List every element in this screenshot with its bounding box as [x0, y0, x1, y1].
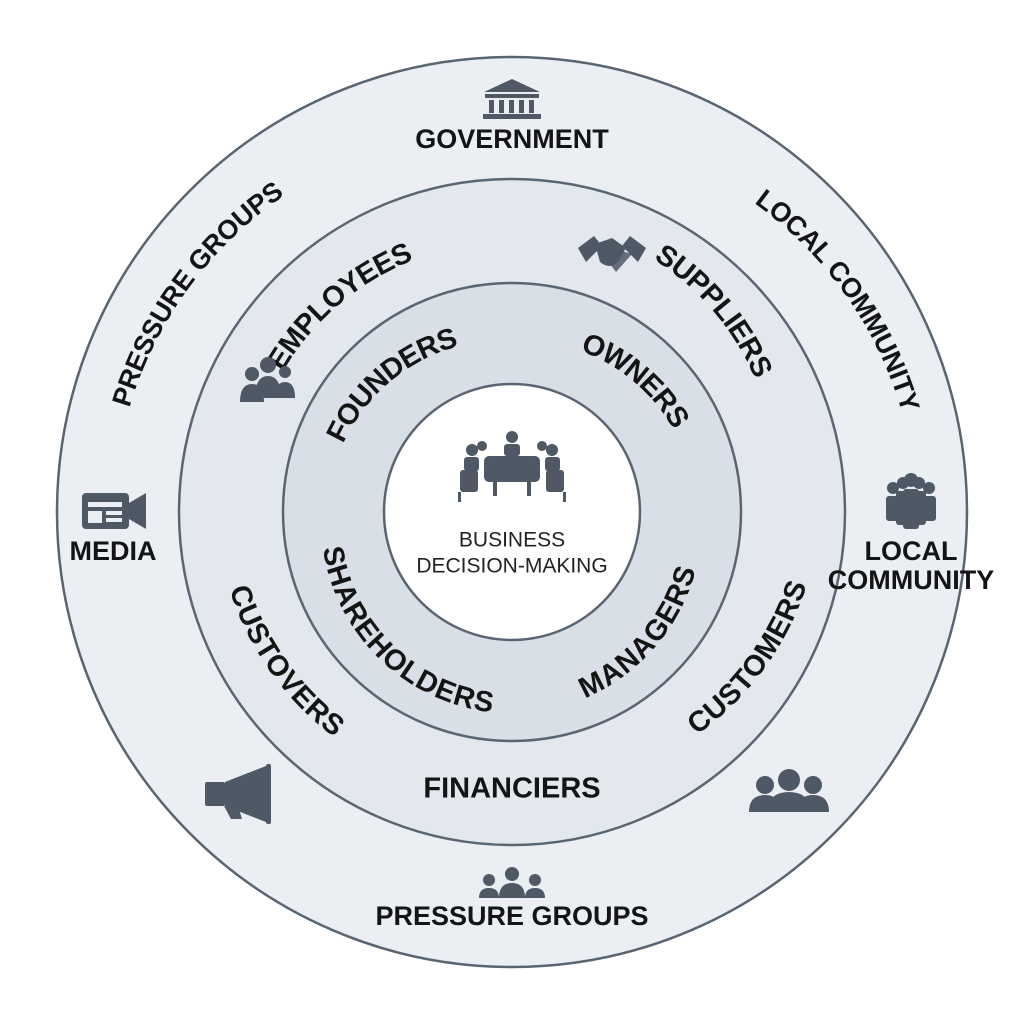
label-local-community-line2: COMMUNITY: [828, 565, 994, 595]
media-camera-icon: [82, 493, 146, 529]
customers-group-icon: [749, 769, 829, 812]
megaphone-icon: [205, 764, 271, 824]
government-building-icon: [483, 79, 541, 119]
label-government: GOVERNMENT: [415, 124, 609, 154]
label-pressure-groups-bottom: PRESSURE GROUPS: [375, 901, 648, 931]
label-media: MEDIA: [70, 536, 157, 566]
center-title-line1: BUSINESS: [459, 529, 565, 552]
center-circle: [382, 382, 642, 642]
handshake-icon: [578, 236, 646, 272]
label-financiers: FINANCIERS: [423, 773, 600, 805]
employees-group-icon: [240, 357, 295, 402]
meeting-table-icon: [458, 431, 566, 502]
pressure-groups-icon: [479, 867, 545, 898]
label-local-community-line1: LOCAL: [865, 536, 958, 566]
center-title-line2: DECISION-MAKING: [416, 555, 607, 578]
local-community-people-icon: [886, 473, 936, 529]
